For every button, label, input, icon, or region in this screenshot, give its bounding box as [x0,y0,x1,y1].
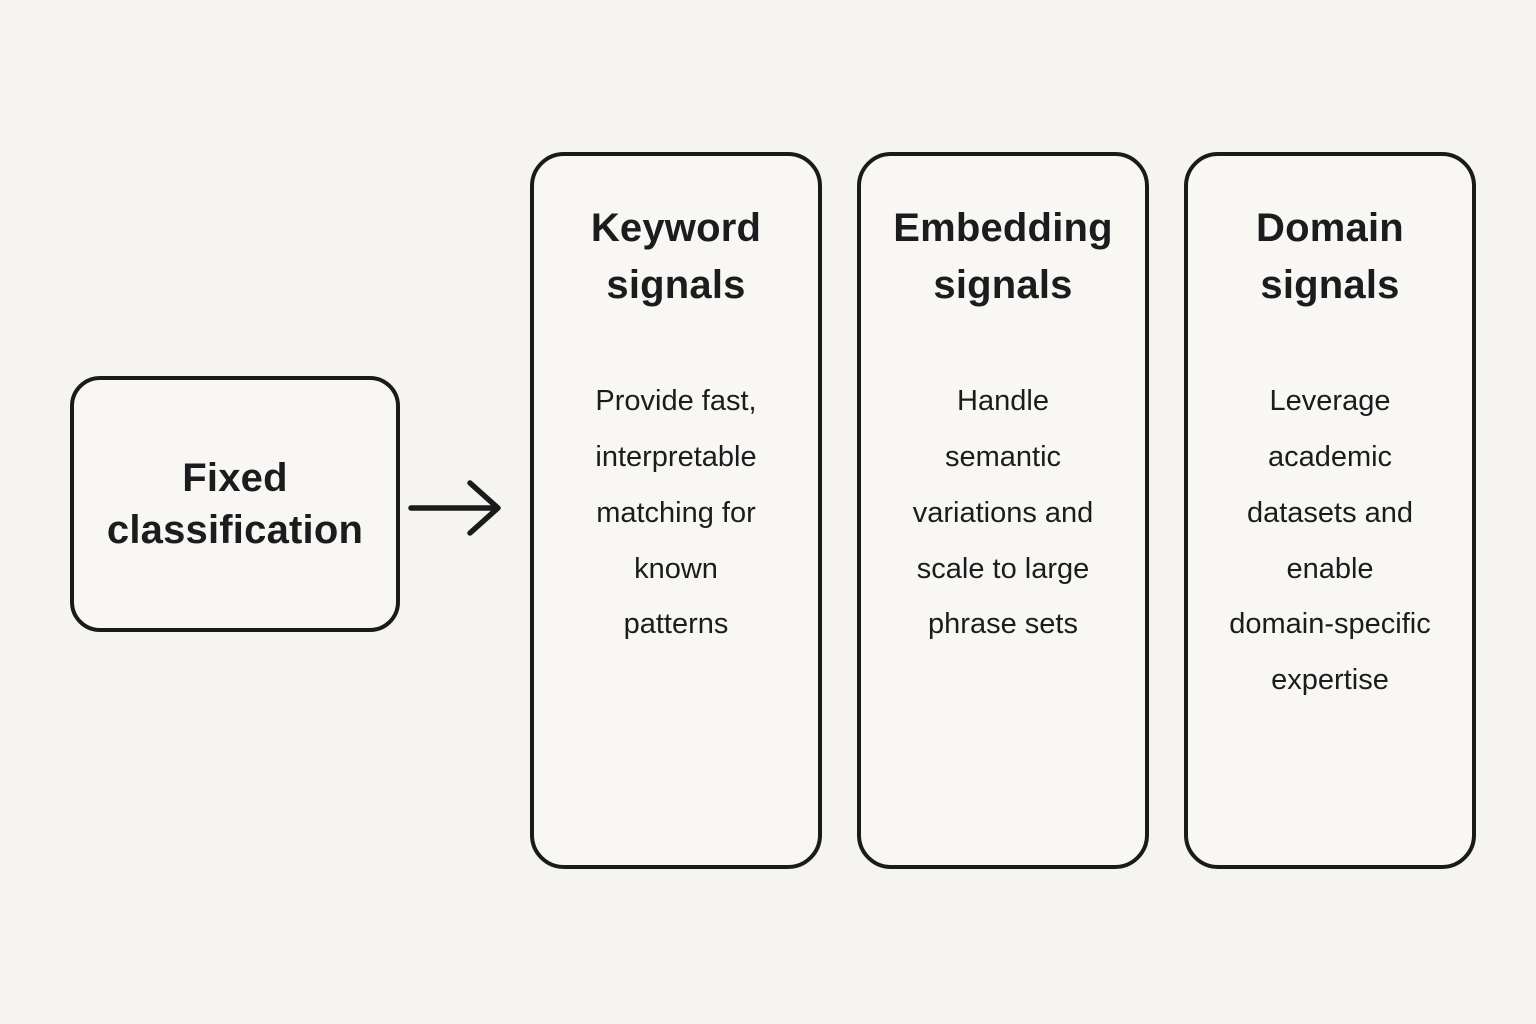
card-title: Embedding signals [893,206,1113,307]
card-title: Domain signals [1256,206,1404,307]
fixed-classification-node: Fixed classification [70,376,400,632]
fixed-classification-label: Fixed classification [106,456,364,552]
card-keyword-signals: Keyword signals Provide fast, interpreta… [530,152,822,869]
card-description: Provide fast, interpretable matching for… [595,384,757,641]
card-embedding-signals: Embedding signals Handle semantic variat… [857,152,1149,869]
card-description: Leverage academic datasets and enable do… [1229,384,1431,697]
card-domain-signals: Domain signals Leverage academic dataset… [1184,152,1476,869]
card-description: Handle semantic variations and scale to … [912,384,1094,641]
card-title: Keyword signals [590,206,762,307]
arrow-right-icon [408,480,501,536]
